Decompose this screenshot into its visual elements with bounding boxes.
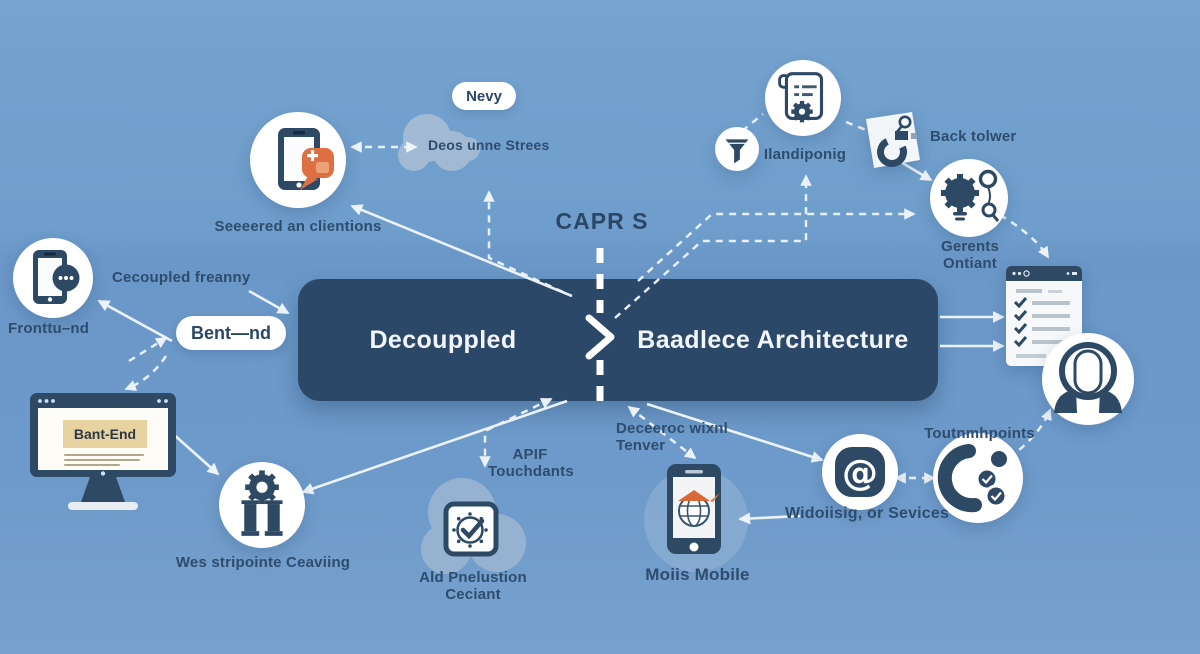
dashed-gearbulb-to-browser (999, 213, 1050, 259)
arrow-monitor-to-gear (171, 432, 220, 476)
caption-caprs: CAPR S (555, 208, 649, 234)
label-api-touchpoints: APIF Touchdants (488, 446, 574, 481)
at-services-node: @ (822, 434, 898, 510)
chevron-right-icon (585, 314, 615, 360)
arrow-page-to-gearbulb (898, 159, 933, 182)
label-cloud-stream: Deos unne Strees (428, 137, 550, 153)
new-pill-label: Nevy (466, 87, 502, 105)
label-web-services: Wes stripointe Ceaviing (175, 554, 351, 571)
content-gearbulb-node (930, 159, 1008, 237)
label-frontend: Fronttu–nd (8, 320, 90, 337)
dashed-banner-to-validation (479, 397, 553, 468)
dashed-banner-to-cloud (483, 190, 564, 294)
scroll-gear-icon (778, 72, 824, 123)
label-validation: Ald Pnelustion Ceciant (419, 569, 527, 604)
label-mobile: Moiis Mobile (645, 565, 750, 584)
svg-text:@: @ (842, 453, 878, 494)
tablet-chat-icon (278, 128, 334, 190)
at-icon: @ (835, 447, 885, 497)
funnel-icon (725, 139, 749, 164)
label-handling: Ilandiponig (763, 146, 847, 163)
frontend-node (13, 238, 93, 318)
label-widgets-services: Widoiisig, or Sevices (785, 505, 950, 522)
backend-monitor-node: Bant-End (28, 390, 178, 510)
label-touchpoints: Toutnmhpoints (924, 425, 1035, 442)
banner-left-label: Decouppled (369, 325, 517, 354)
phone-chat-icon (33, 250, 80, 304)
dashed-banner-to-handling (614, 174, 812, 319)
gear-bulb-icon (941, 169, 1000, 222)
backend-pill: Bent—nd (176, 316, 286, 350)
label-delivered-server: Deceeroc wixnl Tenver (616, 420, 729, 455)
mobile-node (666, 463, 722, 555)
dashed-banner-to-mobile (627, 405, 697, 460)
handling-scroll-node (765, 60, 841, 136)
backend-pill-label: Bent—nd (191, 322, 271, 343)
label-api-line1: APIF (512, 446, 548, 463)
label-content: Gerents Ontiant (940, 238, 1000, 273)
touchpoints-node (933, 433, 1023, 523)
monitor-placeholder-text (64, 454, 144, 469)
monitor-icon (30, 393, 176, 510)
person-node (1042, 333, 1134, 425)
new-pill: Nevy (452, 82, 516, 110)
funnel-node (715, 127, 759, 171)
label-back-server: Back tolwer (930, 128, 1017, 145)
label-top-tablet: Seeeered an clientions (214, 218, 382, 235)
dashed-pill-to-monitor (124, 355, 168, 391)
web-services-node (219, 462, 305, 548)
architecture-banner: Decouppled Baadlece Architecture (298, 279, 938, 401)
dashed-banner-to-gearbulb (637, 208, 916, 282)
label-api-line2: Touchdants (488, 463, 574, 481)
banner-right-label: Baadlece Architecture (637, 325, 909, 354)
handset-clocks-icon (937, 444, 1008, 513)
smartphone-globe-icon (667, 464, 721, 554)
back-server-page-node (862, 110, 924, 170)
person-icon (1054, 342, 1122, 413)
dashed-scroll-page (845, 120, 867, 132)
tablet-client-node (250, 112, 346, 208)
gear-pillars-icon (241, 470, 283, 536)
checkbox-seal-icon (443, 501, 499, 557)
arrow-to-frontend-circle (97, 299, 173, 343)
page-magnifier-icon (866, 112, 920, 168)
arrow-to-phone (738, 512, 801, 525)
arrow-banner-to-tablet (350, 204, 573, 298)
monitor-screen-title: Bant-End (63, 420, 147, 448)
arrow-freanny-to-banner (248, 289, 290, 315)
validation-node (441, 499, 501, 559)
label-decoupled-frontend: Cecoupled freanny (112, 269, 251, 286)
